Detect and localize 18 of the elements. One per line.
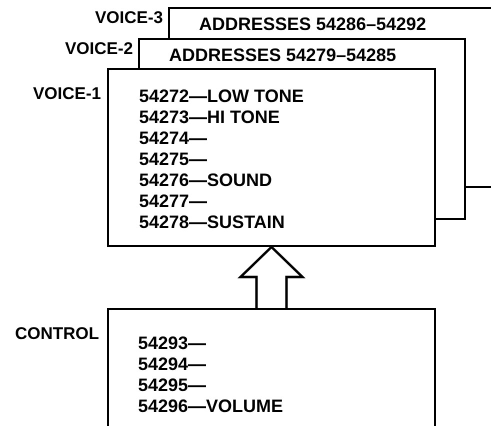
register-entry: 54275—	[139, 149, 208, 170]
address-range: ADDRESSES 54279–54285	[169, 44, 398, 66]
voice-heading: VOICE-3	[94, 8, 163, 28]
voice-heading: CONTROL	[14, 324, 99, 344]
register-entry: 54272—LOW TONE	[139, 86, 304, 107]
register-entry: 54276—SOUND	[139, 170, 272, 191]
voice-heading: VOICE-2	[64, 39, 133, 59]
register-entry: 54278—SUSTAIN	[139, 212, 285, 233]
register-entry: 54273—HI TONE	[139, 107, 280, 128]
register-entry: 54296—VOLUME	[138, 396, 284, 417]
register-entry: 54293—	[138, 333, 206, 354]
hollow-arrow	[237, 245, 306, 310]
register-entry: 54277—	[139, 191, 208, 212]
register-entry: 54274—	[139, 128, 208, 149]
address-range: ADDRESSES 54286–54292	[199, 13, 428, 35]
voice-heading: VOICE-1	[32, 84, 101, 104]
register-entry: 54294—	[138, 354, 206, 375]
register-entry: 54295—	[138, 375, 206, 396]
